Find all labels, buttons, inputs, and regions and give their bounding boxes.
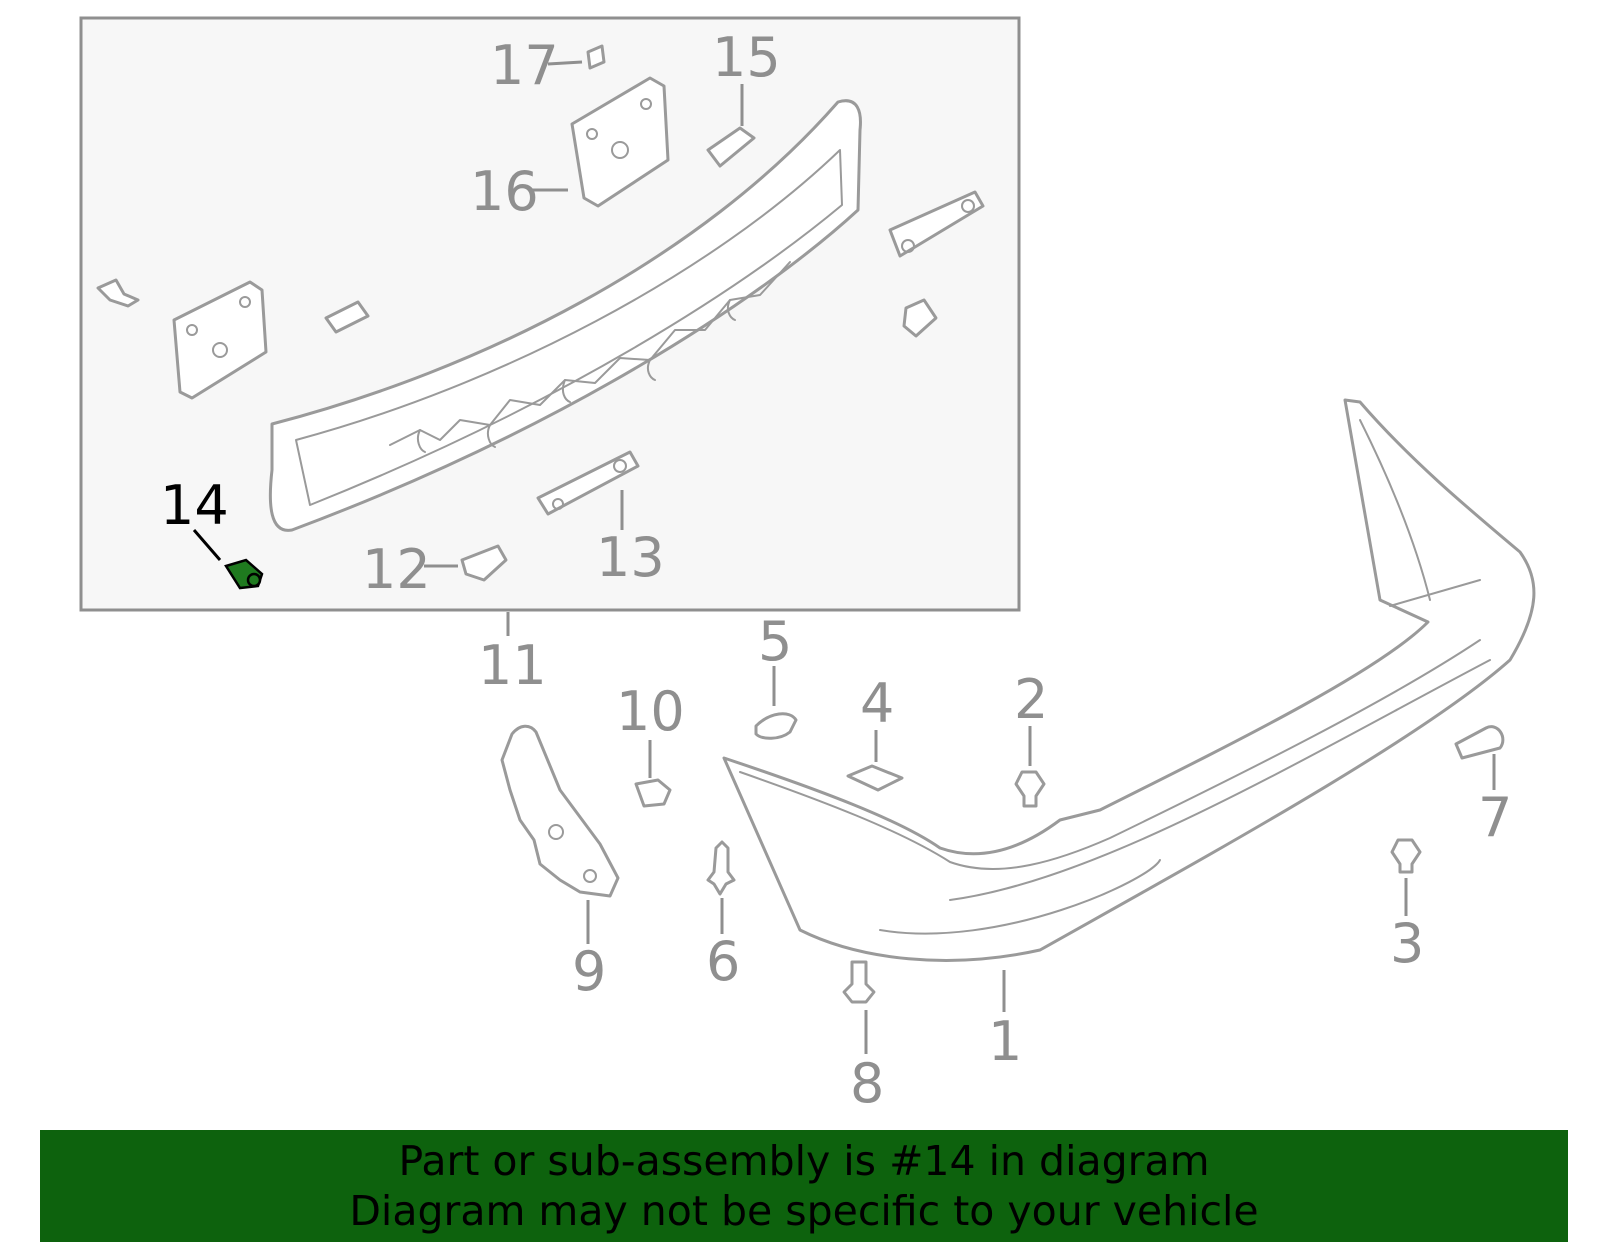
- parts-diagram: 1 2 3 4 5 6 7 8 9 10 11 12 13 14 15 16 1…: [79, 16, 1536, 1115]
- part-15-pad: [706, 126, 756, 168]
- right-small-clip: [902, 298, 938, 338]
- left-mount-bracket: [172, 280, 268, 400]
- part-17-clip: [586, 44, 606, 70]
- callout-5: 5: [758, 610, 792, 673]
- callout-8: 8: [850, 1052, 884, 1115]
- callout-6: 6: [706, 930, 740, 993]
- part-6-pin: [706, 840, 736, 896]
- callout-12: 12: [362, 538, 431, 601]
- left-screw: [96, 278, 140, 308]
- callout-1: 1: [988, 1010, 1022, 1073]
- callout-9: 9: [572, 940, 606, 1003]
- callout-16: 16: [470, 160, 539, 223]
- part-2-clip: [1014, 770, 1046, 808]
- callout-3: 3: [1390, 912, 1424, 975]
- part-4-pad: [846, 764, 904, 792]
- part-9-bracket: [500, 724, 620, 898]
- part-10-clip: [634, 778, 672, 808]
- callout-15: 15: [712, 26, 781, 89]
- part-5-grommet: [754, 712, 798, 740]
- callout-7: 7: [1478, 786, 1512, 849]
- callout-2: 2: [1014, 668, 1048, 731]
- banner-line-1: Part or sub-assembly is #14 in diagram: [398, 1137, 1210, 1185]
- callout-4: 4: [860, 672, 894, 735]
- banner-line-2: Diagram may not be specific to your vehi…: [349, 1187, 1259, 1235]
- leader-lines: [192, 60, 1496, 1054]
- reinforcement-beam: [268, 99, 862, 532]
- part-16-bracket: [570, 76, 670, 208]
- part-7-bolt: [1454, 725, 1505, 760]
- part-12-clip: [460, 544, 508, 582]
- right-side-bracket: [888, 190, 985, 258]
- part-3-clip: [1390, 838, 1422, 874]
- part-14-fastener: [224, 558, 264, 590]
- callout-10: 10: [616, 680, 685, 743]
- callout-13: 13: [596, 526, 665, 589]
- callout-11: 11: [478, 634, 547, 697]
- part-13-bracket: [536, 450, 640, 516]
- part-8-bolt: [842, 960, 876, 1004]
- left-pad: [324, 300, 370, 334]
- info-banner: Part or sub-assembly is #14 in diagram D…: [40, 1130, 1568, 1242]
- callout-14: 14: [160, 474, 229, 537]
- bumper-cover: [722, 398, 1536, 962]
- callout-17: 17: [490, 34, 559, 97]
